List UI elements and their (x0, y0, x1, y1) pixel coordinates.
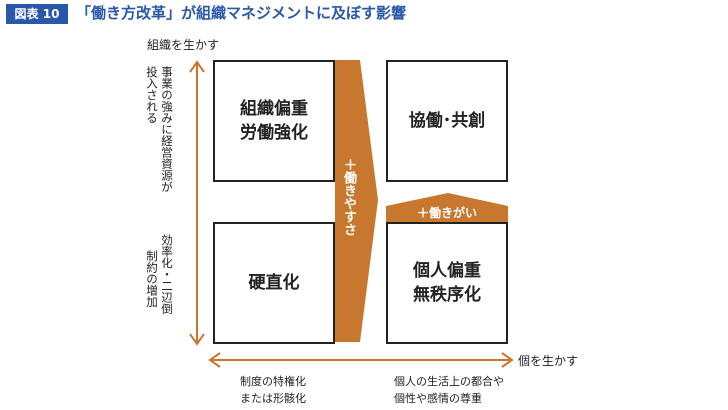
quadrant-bottom-left: 硬直化 (213, 222, 335, 344)
left-top-note-col2: 事業の強みに経営資源が (160, 66, 174, 193)
bottom-right-note: 個人の生活上の都合や 個性や感情の尊重 (394, 375, 504, 405)
vertical-axis-bottom-head (189, 333, 205, 346)
up-arrow-label: ＋働きがい (416, 206, 477, 220)
quadrant-top-left: 組織偏重 労働強化 (213, 60, 335, 182)
quadrant-top-right: 協働･共創 (386, 60, 508, 182)
right-arrow-shape (335, 60, 378, 342)
left-top-note-col1: 投入される (145, 66, 159, 124)
left-bottom-note-col2: 効率化・二辺倒 (160, 234, 174, 315)
right-arrow-label: ＋働きやすさ (341, 158, 356, 236)
x-axis-label: 個を生かす (518, 354, 579, 368)
horizontal-axis-right-head (501, 352, 514, 368)
figure-title: 「働き方改革」が組織マネジメントに及ぼす影響 (76, 4, 407, 22)
left-bottom-note-col1: 制約の増加 (145, 250, 159, 308)
figure-badge: 図表 10 (6, 4, 68, 24)
vertical-axis-top-head (189, 60, 205, 73)
quadrant-bottom-right: 個人偏重 無秩序化 (386, 222, 508, 344)
y-axis-label: 組織を生かす (147, 38, 220, 52)
horizontal-axis-left-head (208, 352, 221, 368)
bottom-left-note: 制度の特権化 または形骸化 (240, 375, 306, 405)
up-arrow-shape (386, 193, 508, 222)
